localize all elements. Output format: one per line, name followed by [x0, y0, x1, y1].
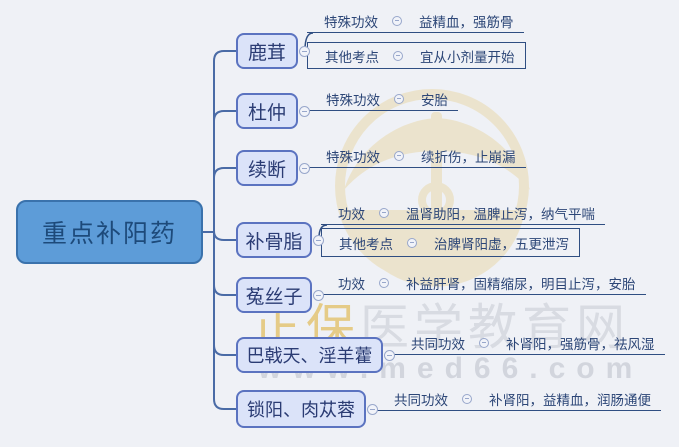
- topic-tusizi[interactable]: 菟丝子: [236, 277, 312, 313]
- collapse-toggle-icon[interactable]: [384, 350, 395, 361]
- watermark-brand-gray: 医学教育网: [360, 301, 631, 355]
- collapse-toggle-icon[interactable]: [367, 404, 378, 415]
- attribute-label: 特殊功效: [324, 14, 378, 30]
- collapse-toggle-icon[interactable]: [313, 290, 324, 301]
- subtopic-row-buguzhi-1[interactable]: 功效 温肾助阳，温脾止泻，纳气平喘: [321, 201, 605, 225]
- topic-bajitian-yinyanghuo[interactable]: 巴戟天、淫羊藿: [236, 337, 383, 373]
- attribute-label: 特殊功效: [326, 92, 380, 108]
- collapse-toggle-icon[interactable]: [407, 237, 417, 248]
- topic-xuduan[interactable]: 续断: [236, 150, 298, 186]
- collapse-toggle-icon[interactable]: [299, 106, 310, 117]
- attribute-value: 治脾肾阳虚，五更泄泻: [434, 236, 569, 252]
- subtopic-row-tusizi[interactable]: 功效 补益肝肾，固精缩尿，明目止泻，安胎: [321, 271, 646, 295]
- subtopic-row-lurong-1[interactable]: 特殊功效 益精血，强筋骨: [307, 9, 524, 33]
- collapse-toggle-icon[interactable]: [394, 150, 404, 161]
- attribute-label: 其他考点: [339, 236, 393, 252]
- collapse-toggle-icon[interactable]: [313, 235, 324, 246]
- attribute-value: 宜从小剂量开始: [420, 49, 515, 65]
- collapse-toggle-icon[interactable]: [394, 93, 404, 104]
- collapse-toggle-icon[interactable]: [479, 337, 489, 348]
- attribute-value: 安胎: [421, 92, 448, 108]
- attribute-label: 特殊功效: [326, 149, 380, 165]
- collapse-toggle-icon[interactable]: [392, 15, 402, 26]
- attribute-value: 补肾阳，强筋骨，祛风湿: [506, 336, 655, 352]
- attribute-label: 共同功效: [411, 336, 465, 352]
- attribute-value: 补肾阳，益精血，润肠通便: [489, 392, 651, 408]
- subtopic-row-bajitian[interactable]: 共同功效 补肾阳，强筋骨，祛风湿: [394, 331, 665, 355]
- attribute-value: 补益肝肾，固精缩尿，明目止泻，安胎: [406, 276, 636, 292]
- subtopic-row-duzhong[interactable]: 特殊功效 安胎: [309, 87, 458, 111]
- collapse-toggle-icon[interactable]: [299, 46, 310, 57]
- attribute-value: 温肾助阳，温脾止泻，纳气平喘: [406, 206, 595, 222]
- subtopic-row-lurong-2[interactable]: 其他考点 宜从小剂量开始: [307, 42, 526, 69]
- topic-lurong[interactable]: 鹿茸: [236, 33, 298, 69]
- attribute-label: 功效: [338, 206, 365, 222]
- attribute-label: 其他考点: [325, 49, 379, 65]
- attribute-label: 共同功效: [394, 392, 448, 408]
- attribute-label: 功效: [338, 276, 365, 292]
- root-topic-node[interactable]: 重点补阳药: [16, 200, 203, 264]
- topic-suoyang-roucongrong[interactable]: 锁阳、肉苁蓉: [236, 390, 366, 428]
- subtopic-row-suoyang[interactable]: 共同功效 补肾阳，益精血，润肠通便: [377, 387, 661, 411]
- collapse-toggle-icon[interactable]: [379, 277, 389, 288]
- attribute-value: 续折伤，止崩漏: [421, 149, 516, 165]
- topic-buguzhi[interactable]: 补骨脂: [236, 222, 312, 258]
- subtopic-row-buguzhi-2[interactable]: 其他考点 治脾肾阳虚，五更泄泻: [321, 228, 580, 257]
- attribute-value: 益精血，强筋骨: [419, 14, 514, 30]
- collapse-toggle-icon[interactable]: [379, 207, 389, 218]
- subtopic-row-xuduan[interactable]: 特殊功效 续折伤，止崩漏: [309, 144, 526, 168]
- collapse-toggle-icon[interactable]: [462, 393, 472, 404]
- collapse-toggle-icon[interactable]: [393, 50, 403, 61]
- topic-duzhong[interactable]: 杜仲: [236, 93, 298, 129]
- collapse-toggle-icon[interactable]: [299, 163, 310, 174]
